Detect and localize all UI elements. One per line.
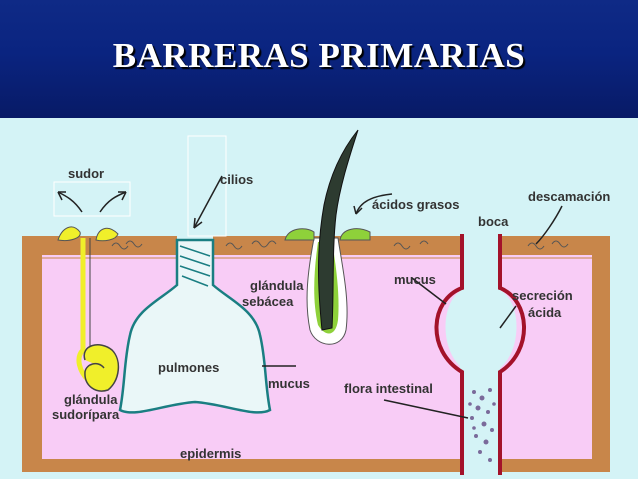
- label-glandula-sebacea-2: sebácea: [242, 294, 294, 309]
- label-descamacion: descamación: [528, 189, 610, 204]
- cilios-arrow: [193, 175, 223, 229]
- sudor-box: [53, 181, 131, 217]
- sudor-arrow-right-head: [118, 191, 127, 201]
- descamacion-line: [535, 205, 563, 245]
- annotation-lines: [57, 175, 563, 419]
- secrecion-line: [499, 305, 517, 329]
- hair-shaft: [318, 129, 359, 331]
- mucus-boca-line: [411, 277, 447, 305]
- sudor-arrow-right: [99, 191, 127, 213]
- label-sudor: sudor: [68, 166, 104, 181]
- label-cilios: cilios: [220, 172, 253, 187]
- acidos-arrow-head: [353, 205, 363, 215]
- lung-shape: [118, 238, 272, 414]
- label-epidermis: epidermis: [180, 446, 241, 461]
- label-secrecion-1: secreción: [512, 288, 573, 303]
- cilios-box: [187, 135, 227, 237]
- sweat-surface-left: [57, 226, 81, 241]
- sudor-arrow-left-head: [57, 191, 66, 201]
- title-bar: BARRERAS PRIMARIAS: [0, 0, 638, 118]
- label-pulmones: pulmones: [158, 360, 219, 375]
- label-mucus-boca: mucus: [394, 272, 436, 287]
- sweat-gland-coil: [83, 344, 120, 392]
- acidos-arrow: [355, 193, 393, 215]
- skin-flakes-left: [111, 240, 143, 250]
- intestinal-flora: [468, 388, 496, 462]
- skin-flakes-right: [527, 240, 569, 250]
- label-glandula-sebacea-1: glándula: [250, 278, 304, 293]
- mucosa-left: [434, 234, 464, 475]
- label-flora-intestinal: flora intestinal: [344, 381, 433, 396]
- label-glandula-sudoripara-2: sudorípara: [52, 407, 120, 422]
- primary-barriers-diagram: sudor cilios ácidos grasos descamación b…: [22, 129, 610, 475]
- mucosa-right: [498, 234, 526, 475]
- sudor-arrow-left: [57, 191, 83, 213]
- fatty-acid-left: [284, 228, 315, 241]
- fatty-acid-right: [339, 228, 371, 241]
- label-acidos-grasos: ácidos grasos: [372, 197, 459, 212]
- label-glandula-sudoripara-1: glándula: [64, 392, 118, 407]
- cilios-arrow-head: [193, 217, 203, 229]
- label-boca: boca: [478, 214, 509, 229]
- skin-flakes-mid: [225, 240, 429, 250]
- sweat-surface-right: [95, 227, 119, 242]
- slide-title: BARRERAS PRIMARIAS: [112, 36, 526, 75]
- lung-cilia: [179, 245, 211, 287]
- label-mucus-pulmon: mucus: [268, 376, 310, 391]
- flora-line: [383, 399, 469, 419]
- mouth-cavity: [445, 290, 517, 368]
- label-secrecion-2: ácida: [528, 305, 562, 320]
